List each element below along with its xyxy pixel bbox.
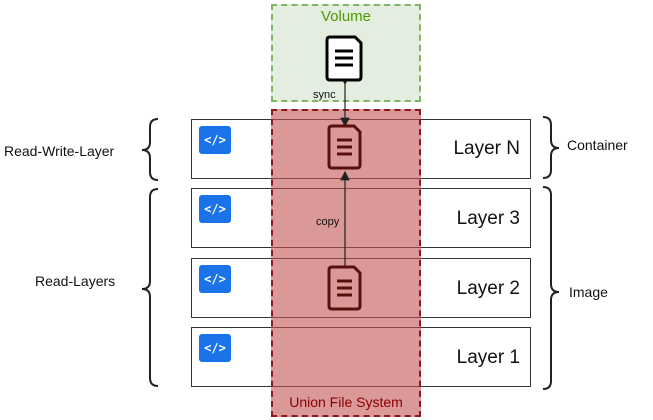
union-file-system-box (271, 109, 421, 417)
file-document-icon (327, 124, 362, 170)
read-write-brace (141, 118, 159, 181)
container-label: Container (567, 137, 628, 153)
union-file-system-title: Union File System (289, 394, 403, 410)
layer-2-label: Layer 2 (456, 278, 520, 299)
code-icon: </> (199, 126, 231, 154)
read-layers-label: Read-Layers (35, 273, 116, 289)
read-write-layer-label: Read-Write-Layer (4, 143, 115, 159)
image-label: Image (569, 284, 608, 300)
code-icon: </> (199, 334, 231, 362)
sync-label: sync (313, 89, 336, 101)
code-icon: </> (199, 195, 231, 223)
read-layers-brace (141, 188, 159, 387)
volume-title: Volume (320, 8, 372, 25)
layer-1-label: Layer 1 (456, 347, 520, 368)
container-brace (542, 116, 560, 179)
image-brace (542, 186, 560, 390)
layer-n-label: Layer N (453, 138, 520, 159)
code-icon: </> (199, 265, 231, 293)
file-document-icon (325, 35, 363, 82)
copy-label: copy (316, 216, 340, 228)
file-document-icon (327, 265, 362, 311)
layer-3-label: Layer 3 (456, 208, 520, 229)
